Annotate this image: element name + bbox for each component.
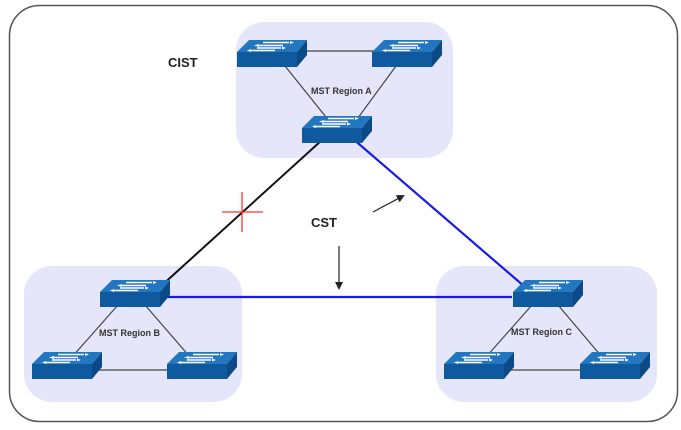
link-b1-b2 [71, 304, 119, 358]
network-switch-icon [512, 279, 584, 308]
cist-label: CIST [168, 55, 198, 70]
link-c1-c3 [557, 304, 603, 358]
link-a1-a3 [284, 65, 331, 123]
link-a2-a3 [354, 65, 397, 123]
network-switch-icon [301, 115, 373, 144]
region-a-links [284, 50, 397, 123]
network-switch-icon [31, 351, 103, 380]
link-b1-b3 [144, 304, 191, 358]
network-switch-icon [443, 351, 515, 380]
region-b-links [71, 304, 191, 371]
region-c-label: MST Region C [511, 327, 572, 337]
arrow-icon [372, 195, 405, 213]
diagram-frame [8, 4, 679, 423]
network-switch-icon [166, 351, 238, 380]
link-c1-c2 [485, 304, 533, 358]
region-a-label: MST Region A [311, 86, 372, 96]
network-switch-icon [99, 279, 171, 308]
link-a-c-cst [351, 137, 526, 288]
network-switch-icon [579, 351, 651, 380]
cst-label: CST [311, 215, 337, 230]
link-a-b-blocked [159, 139, 323, 288]
network-switch-icon [371, 39, 443, 68]
region-b-label: MST Region B [99, 328, 160, 338]
network-switch-icon [236, 39, 308, 68]
blocked-cross-icon [222, 192, 263, 232]
region-c-links [485, 304, 603, 371]
